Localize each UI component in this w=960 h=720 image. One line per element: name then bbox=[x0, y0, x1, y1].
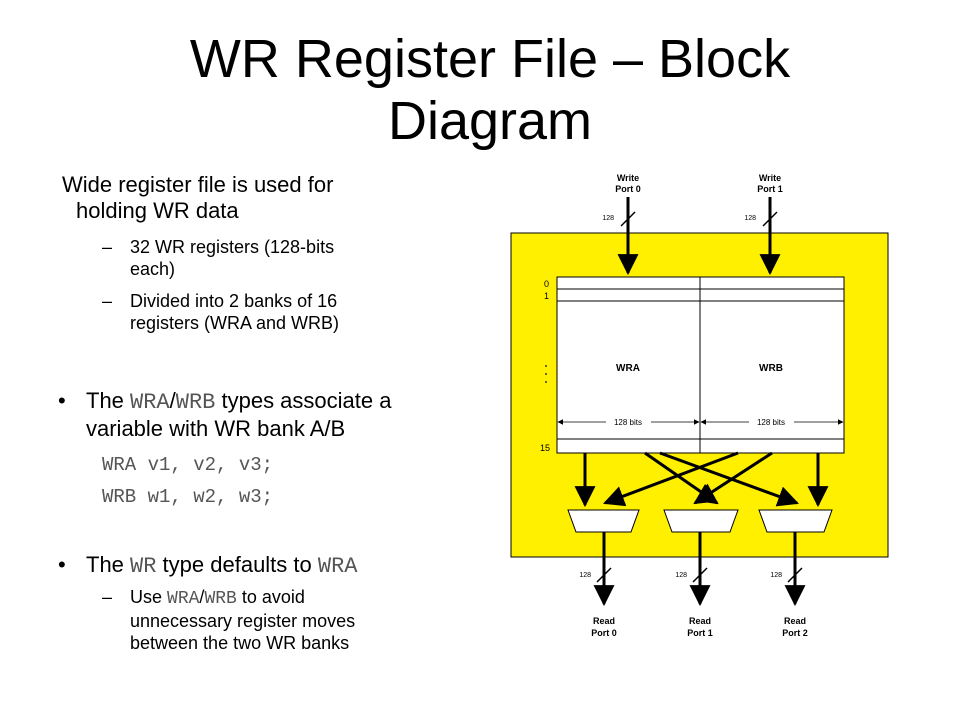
bus-width-label: 128 bbox=[744, 215, 756, 222]
sub-item-line-1: 32 WR registers (128-bits bbox=[130, 237, 335, 257]
sub-item-line-3: between the two WR banks bbox=[130, 633, 350, 653]
ellipsis-dot bbox=[545, 373, 547, 375]
write-port-0-label-line-2: Port 0 bbox=[615, 184, 641, 194]
mux-1 bbox=[663, 509, 739, 533]
bus-width-label: 128 bbox=[675, 572, 687, 579]
bank-a-width-label: 128 bits bbox=[614, 418, 642, 427]
dash-marker: – bbox=[102, 237, 113, 257]
read-port-2-label-line-1: Read bbox=[784, 616, 806, 626]
sub-text: Use bbox=[130, 587, 168, 607]
type-name-wra: WRA bbox=[167, 589, 200, 609]
bullet-line-1: The WRA/WRB types associate a bbox=[62, 388, 462, 416]
write-port-0-label-line-1: Write bbox=[617, 173, 639, 183]
bus-slash bbox=[787, 567, 803, 583]
bullet-default: • The WR type defaults to WRA bbox=[58, 552, 462, 580]
sub-text: to avoid bbox=[236, 587, 305, 607]
bullet-text: The bbox=[86, 552, 131, 577]
read-port-0-label-line-2: Port 0 bbox=[591, 628, 617, 638]
bus-slash bbox=[596, 567, 612, 583]
bullet-line-2: variable with WR bank A/B bbox=[86, 416, 346, 441]
type-name-wr: WR bbox=[130, 554, 157, 579]
intro-line-1: Wide register file is used for bbox=[62, 172, 334, 197]
dash-marker: – bbox=[102, 291, 113, 311]
type-name-wra: WRA bbox=[130, 390, 170, 415]
bullet-text: The bbox=[86, 388, 131, 413]
bank-b-width-label: 128 bits bbox=[757, 418, 785, 427]
write-port-1-label-line-1: Write bbox=[759, 173, 781, 183]
bus-width-label: 128 bbox=[770, 572, 782, 579]
type-name-wra: WRA bbox=[317, 554, 358, 579]
bus-width-label: 128 bbox=[579, 572, 591, 579]
sub-item-line-1: Use WRA/WRB to avoid bbox=[102, 586, 422, 610]
bank-b-label: WRB bbox=[759, 363, 783, 374]
bus-slash bbox=[620, 211, 636, 227]
bus-width-label: 128 bbox=[602, 215, 614, 222]
bank-b-to-mux-1-arrow bbox=[693, 451, 773, 505]
bank-a-label: WRA bbox=[616, 363, 640, 374]
sub-item-avoid-moves: – Use WRA/WRB to avoid unnecessary regis… bbox=[102, 586, 422, 654]
read-port-1-label-line-2: Port 1 bbox=[687, 628, 713, 638]
sub-item-banks: – Divided into 2 banks of 16 registers (… bbox=[102, 290, 422, 334]
type-name-wrb: WRB bbox=[204, 589, 237, 609]
bullet-line-1: The WR type defaults to WRA bbox=[62, 552, 462, 580]
bullet-marker: • bbox=[58, 552, 66, 577]
title-line-2: Diagram bbox=[387, 91, 593, 151]
title-line-1: WR Register File – Block bbox=[189, 29, 791, 89]
sub-item-line-1: Divided into 2 banks of 16 bbox=[130, 291, 338, 311]
slash: / bbox=[199, 587, 205, 607]
sub-item-line-2: registers (WRA and WRB) bbox=[130, 313, 340, 333]
type-name-wrb: WRB bbox=[175, 390, 216, 415]
dash-marker: – bbox=[102, 587, 113, 607]
sub-item-registers: – 32 WR registers (128-bits each) bbox=[102, 236, 422, 280]
sub-item-line-2: each) bbox=[130, 259, 176, 279]
bullet-types: • The WRA/WRB types associate a variable… bbox=[58, 388, 462, 442]
read-port-1-label-line-1: Read bbox=[689, 616, 711, 626]
sub-item-line-2: unnecessary register moves bbox=[130, 611, 356, 631]
bus-slash bbox=[762, 211, 778, 227]
code-line-1: WRA v1, v2, v3; bbox=[102, 454, 274, 476]
bus-slash bbox=[692, 567, 708, 583]
bullet-marker: • bbox=[58, 388, 66, 413]
mux-0 bbox=[567, 509, 640, 533]
row-index-15: 15 bbox=[540, 443, 550, 453]
bank-a-to-mux-2-arrow bbox=[659, 451, 799, 507]
intro-line-2: holding WR data bbox=[76, 198, 239, 223]
bullet-text: types associate a bbox=[215, 388, 392, 413]
read-port-0-label-line-1: Read bbox=[593, 616, 615, 626]
mux-2 bbox=[758, 509, 833, 533]
code-line-2: WRB w1, w2, w3; bbox=[102, 486, 274, 508]
write-port-1-label-line-2: Port 1 bbox=[757, 184, 783, 194]
bank-b-to-mux-0-arrow bbox=[603, 451, 739, 507]
row-index-1: 1 bbox=[544, 291, 549, 301]
bullet-text: type defaults to bbox=[156, 552, 318, 577]
row-index-0: 0 bbox=[544, 279, 549, 289]
read-port-2-label-line-2: Port 2 bbox=[782, 628, 808, 638]
ellipsis-dot bbox=[545, 365, 547, 367]
ellipsis-dot bbox=[545, 381, 547, 383]
intro-paragraph: Wide register file is used for holding W… bbox=[62, 172, 462, 224]
slash: / bbox=[169, 388, 176, 413]
slide-title: WR Register File – Block Diagram bbox=[140, 28, 840, 152]
